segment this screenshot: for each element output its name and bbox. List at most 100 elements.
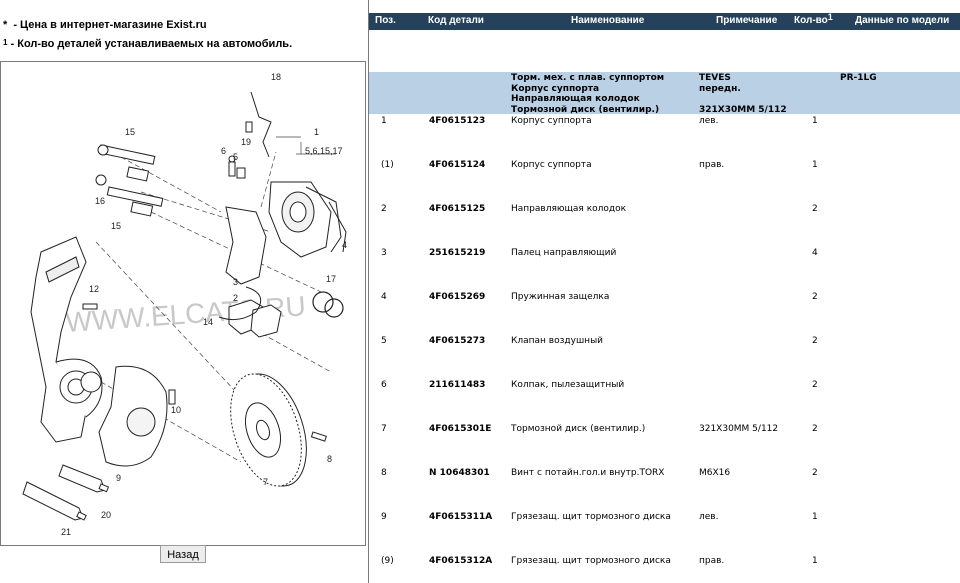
- row-pos: 6: [381, 380, 387, 390]
- part-name: Грязезащ. щит тормозного диска: [511, 512, 671, 522]
- model-note-line: [699, 94, 787, 105]
- part-qty: 1: [812, 512, 818, 522]
- row-pos: 5: [381, 336, 387, 346]
- model-name-line: Тормозной диск (вентилир.): [511, 104, 660, 115]
- part-code-link[interactable]: 4F0615269: [429, 292, 486, 302]
- part-qty: 2: [812, 336, 818, 346]
- part-code-link[interactable]: 4F0615124: [429, 160, 486, 170]
- back-button[interactable]: Назад: [160, 545, 206, 563]
- header-qty-label: Кол-во: [794, 15, 828, 26]
- table-row[interactable]: 2 4F0615125 Направляющая колодок 2: [369, 202, 960, 246]
- part-note: прав.: [699, 160, 725, 170]
- qty-note-mark: 1: [3, 38, 8, 47]
- callout-label: 21: [61, 527, 71, 537]
- callout-label: 18: [271, 72, 281, 82]
- part-code-link[interactable]: 4F0615311A: [429, 512, 493, 522]
- part-code-link[interactable]: 4F0615123: [429, 116, 486, 126]
- callout-label: 10: [171, 405, 181, 415]
- row-pos: 8: [381, 468, 387, 478]
- part-qty: 1: [812, 116, 818, 126]
- qty-note-text: - Кол-во деталей устанавливаемых на авто…: [7, 38, 293, 50]
- part-qty: 4: [812, 248, 818, 258]
- part-code-link[interactable]: 211611483: [429, 380, 486, 390]
- part-name: Клапан воздушный: [511, 336, 604, 346]
- header-model: Данные по модели: [855, 15, 950, 26]
- parts-diagram: WWW.ELCATS.RU: [0, 61, 366, 546]
- header-qty-sup: 1: [827, 12, 833, 22]
- model-name-line: Торм. мех. с плав. суппортом: [511, 73, 665, 83]
- callout-label: 15: [125, 127, 135, 137]
- part-note: лев.: [699, 116, 719, 126]
- parts-table: Поз. Код детали Наименование Примечание …: [369, 0, 960, 583]
- table-row[interactable]: 4 4F0615269 Пружинная защелка 2: [369, 290, 960, 334]
- part-code-link[interactable]: 4F0615312A: [429, 556, 493, 566]
- row-pos: 7: [381, 424, 387, 434]
- callout-label: 6: [221, 146, 226, 156]
- part-name: Пружинная защелка: [511, 292, 610, 302]
- part-name: Тормозной диск (вентилир.): [511, 424, 646, 434]
- part-qty: 1: [812, 556, 818, 566]
- callout-label: 12: [89, 284, 99, 294]
- part-qty: 2: [812, 424, 818, 434]
- callout-label: 19: [241, 137, 251, 147]
- parts-diagram-drawing: WWW.ELCATS.RU: [22, 72, 347, 537]
- callout-label: 1: [314, 127, 319, 137]
- part-name: Грязезащ. щит тормозного диска: [511, 556, 671, 566]
- header-pos: Поз.: [375, 15, 396, 26]
- callout-label: 2: [233, 293, 238, 303]
- row-pos: 1: [381, 116, 387, 126]
- header-name: Наименование: [571, 15, 645, 26]
- callout-label: 4: [342, 240, 347, 250]
- callout-label: 9: [116, 473, 121, 483]
- header-note: Примечание: [716, 15, 778, 26]
- row-pos: (1): [381, 160, 394, 170]
- price-note-mark: *: [3, 19, 8, 31]
- table-header: Поз. Код детали Наименование Примечание …: [369, 12, 960, 30]
- part-name: Направляющая колодок: [511, 204, 627, 214]
- model-name-line: Направляющая колодок: [511, 94, 640, 104]
- panel-divider: [368, 0, 369, 583]
- left-panel: * - Цена в интернет-магазине Exist.ru 1 …: [0, 0, 366, 583]
- callout-label: 14: [203, 317, 213, 327]
- part-name: Корпус суппорта: [511, 160, 592, 170]
- part-qty: 2: [812, 292, 818, 302]
- model-name-line: Корпус суппорта: [511, 83, 600, 94]
- part-code-link[interactable]: N 10648301: [429, 468, 490, 478]
- part-code-link[interactable]: 4F0615273: [429, 336, 486, 346]
- callout-label: 5: [233, 152, 238, 162]
- part-qty: 2: [812, 204, 818, 214]
- callout-label: 16: [95, 196, 105, 206]
- part-note: прав.: [699, 556, 725, 566]
- callout-label: 17: [326, 274, 336, 284]
- part-note: лев.: [699, 512, 719, 522]
- price-note-text: - Цена в интернет-магазине Exist.ru: [10, 19, 207, 31]
- model-note-lines: TEVES передн. 321X30MM 5/112: [699, 73, 787, 115]
- header-code: Код детали: [428, 15, 484, 26]
- model-info-band: Торм. мех. с плав. суппортом Корпус супп…: [369, 72, 960, 115]
- part-code-link[interactable]: 4F0615301E: [429, 424, 492, 434]
- part-name: Винт с потайн.гол.и внутр.TORX: [511, 468, 665, 478]
- qty-note: 1 - Кол-во деталей устанавливаемых на ав…: [3, 38, 292, 50]
- callout-label: 7: [263, 477, 268, 487]
- table-row[interactable]: 5 4F0615273 Клапан воздушный 2: [369, 334, 960, 378]
- part-code-link[interactable]: 4F0615125: [429, 204, 486, 214]
- part-qty: 2: [812, 468, 818, 478]
- callout-label: 5,6,15,17: [305, 146, 343, 156]
- part-name: Палец направляющий: [511, 248, 617, 258]
- row-pos: 2: [381, 204, 387, 214]
- model-note-line: TEVES: [699, 73, 731, 83]
- part-note: M6X16: [699, 468, 731, 478]
- table-row[interactable]: 8 N 10648301 Винт с потайн.гол.и внутр.TOR…: [369, 466, 960, 510]
- table-row[interactable]: 9 4F0615311A Грязезащ. щит тормозного диск…: [369, 510, 960, 554]
- row-pos: 4: [381, 292, 387, 302]
- diagram-callouts: 18 19 6 5 15 1 5,6,15,17 16 15 3 4 17 12…: [61, 72, 347, 537]
- part-code-link[interactable]: 251615219: [429, 248, 486, 258]
- row-pos: 9: [381, 512, 387, 522]
